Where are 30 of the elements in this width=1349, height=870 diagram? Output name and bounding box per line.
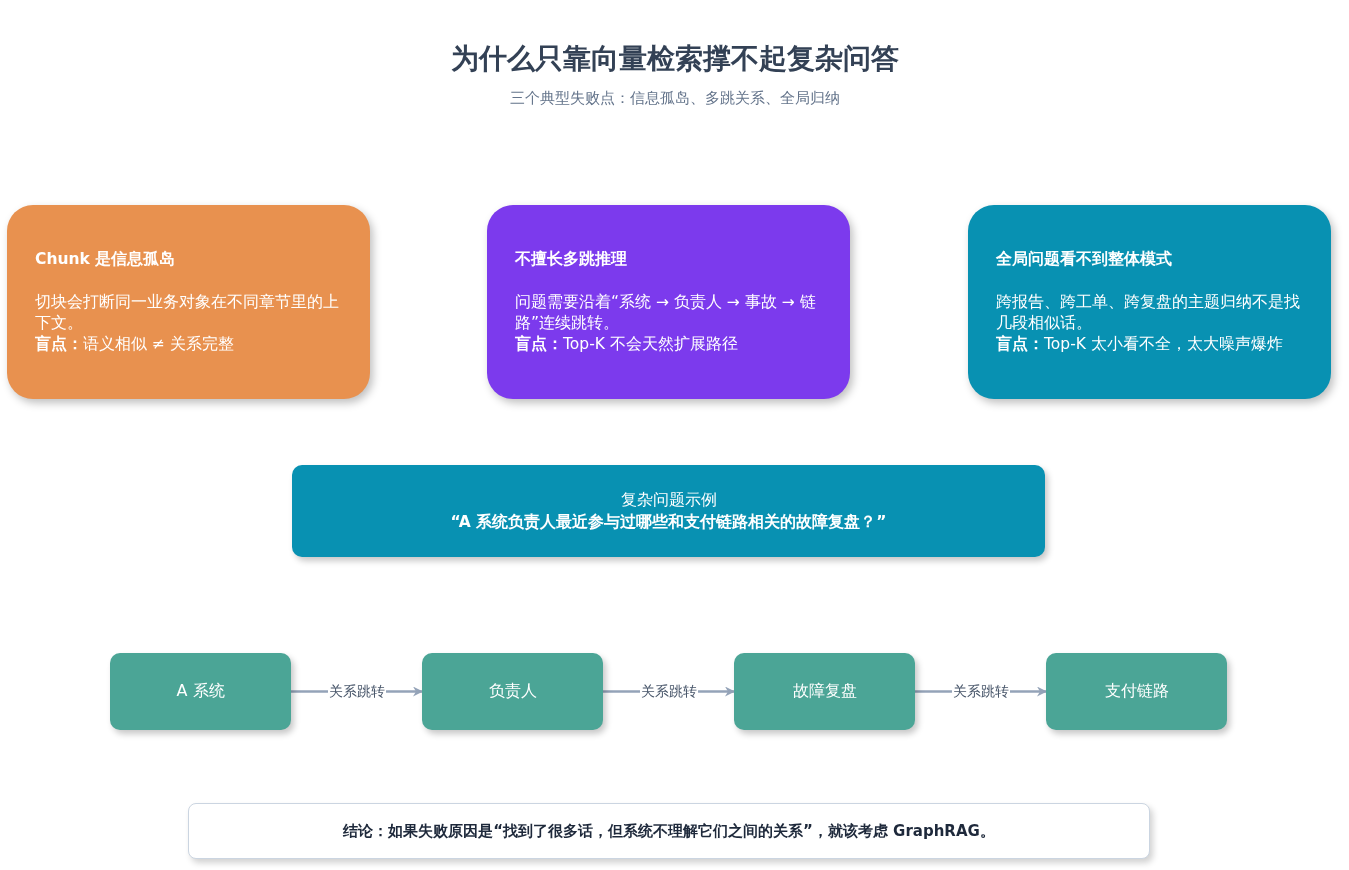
info-card bbox=[968, 205, 1331, 399]
blind-spot-text: 盲点：语义相似 ≠ 关系完整 bbox=[35, 334, 235, 355]
step-box bbox=[734, 653, 915, 730]
subtitle: 三个典型失败点：信息孤岛、多跳关系、全局归纳 bbox=[508, 89, 841, 108]
card-text: 问题需要沿着“系统 → 负责人 → 事故 → 链路”连续跳转。 bbox=[515, 292, 817, 334]
conclusion-text: 结论：如果失败原因是“找到了很多话，但系统不理解它们之间的关系”，就该考虑 GraphRAG。 bbox=[343, 821, 995, 841]
edge-label: 关系跳转 bbox=[639, 682, 698, 701]
step-label: 负责人 bbox=[488, 681, 537, 702]
step-label: 故障复盘 bbox=[792, 681, 857, 702]
card-heading: 全局问题看不到整体模式 bbox=[996, 249, 1173, 270]
info-card bbox=[7, 205, 370, 399]
banner-heading: 复杂问题示例 bbox=[620, 490, 717, 511]
step-label: 支付链路 bbox=[1104, 681, 1169, 702]
card-text: 跨报告、跨工单、跨复盘的主题归纳不是找几段相似话。 bbox=[996, 292, 1301, 334]
step-box bbox=[1046, 653, 1227, 730]
step-box bbox=[422, 653, 603, 730]
blind-spot-text: 盲点：Top-K 太小看不全，太大噪声爆炸 bbox=[996, 334, 1284, 355]
blind-spot-text: 盲点：Top-K 不会天然扩展路径 bbox=[515, 334, 739, 355]
example-banner bbox=[292, 465, 1045, 557]
card-heading: Chunk 是信息孤岛 bbox=[35, 249, 177, 270]
card-heading: 不擅长多跳推理 bbox=[515, 249, 628, 270]
step-box bbox=[110, 653, 291, 730]
step-label: A 系统 bbox=[176, 681, 225, 702]
card-text: 切块会打断同一业务对象在不同章节里的上下文。 bbox=[35, 292, 340, 334]
title: 为什么只靠向量检索撑不起复杂问答 bbox=[449, 41, 900, 77]
edge-label: 关系跳转 bbox=[327, 682, 386, 701]
edge-label: 关系跳转 bbox=[951, 682, 1010, 701]
conclusion-box bbox=[188, 803, 1150, 859]
example-question: “A 系统负责人最近参与过哪些和支付链路相关的故障复盘？” bbox=[450, 512, 887, 533]
info-card bbox=[487, 205, 850, 399]
